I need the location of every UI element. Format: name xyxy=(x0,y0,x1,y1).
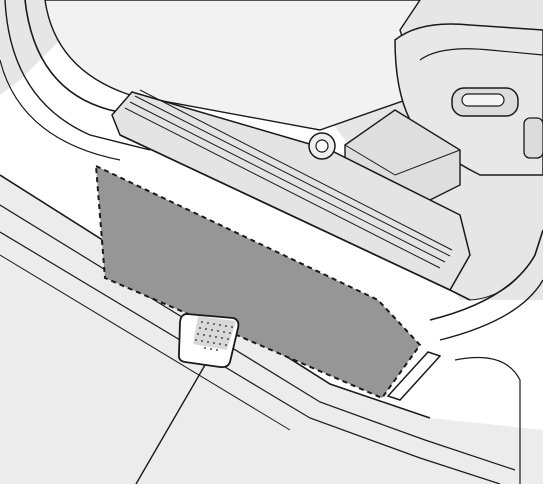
cleaning-area xyxy=(94,164,422,400)
seat-switch-icon xyxy=(451,87,543,159)
callout-leader-line xyxy=(135,364,206,484)
door-lock-knob-icon xyxy=(308,132,336,160)
sill-plate xyxy=(111,89,471,301)
weatherstrip xyxy=(429,229,543,484)
reference-strip xyxy=(386,351,442,401)
floor-area xyxy=(44,0,421,131)
cleaning-pad-icon xyxy=(177,313,240,369)
